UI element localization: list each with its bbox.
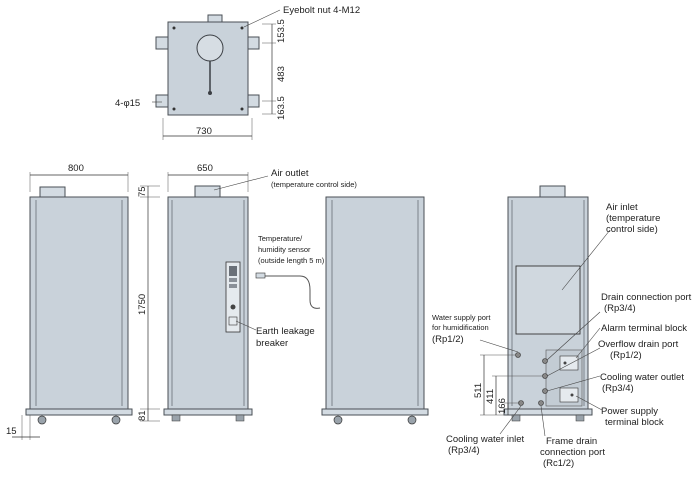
water-supply-label-line1: Water supply port — [432, 313, 491, 322]
right-cabinet — [325, 196, 425, 410]
dim-411-value: 411 — [485, 389, 496, 404]
rear-view: 511 411 166 Air inlet (temperature contr… — [432, 185, 692, 469]
power-terminal-label-line1: Power supply — [601, 406, 658, 417]
sensor-head — [255, 272, 266, 279]
dim-1750-value: 1750 — [137, 294, 148, 315]
air-inlet-grille — [515, 265, 581, 335]
cooling-inlet-label-line2: (Rp3/4) — [448, 445, 480, 456]
sensor-label-line3: (outside length 5 m) — [258, 256, 325, 265]
power-terminal-block — [559, 387, 579, 403]
air-inlet-label-line3: control side) — [606, 224, 658, 235]
water-supply-label-line3: (Rp1/2) — [432, 334, 464, 345]
outlet-circle — [196, 34, 224, 62]
dim-mid-value: 483 — [276, 66, 287, 82]
cooling-inlet-label-line1: Cooling water inlet — [446, 434, 525, 445]
drain-port-label-line2: (Rp3/4) — [604, 303, 636, 314]
right-side-view — [321, 196, 429, 425]
dim-511-value: 511 — [473, 383, 484, 398]
dim-650-value: 650 — [197, 163, 213, 174]
left-side-view: 800 15 — [6, 163, 133, 440]
sensor-label-line2: humidity sensor — [258, 245, 311, 254]
cooling-outlet-label-line1: Cooling water outlet — [600, 372, 684, 383]
dim-15-value: 15 — [6, 426, 17, 437]
alarm-terminal-label: Alarm terminal block — [601, 323, 687, 334]
water-supply-label-line2: for humidification — [432, 323, 489, 332]
hole-label: 4-φ15 — [115, 98, 140, 109]
cooling-outlet-label-line2: (Rp3/4) — [602, 383, 634, 394]
overflow-label-line1: Overflow drain port — [598, 339, 679, 350]
dim-800-value: 800 — [68, 163, 84, 174]
sensor-label-line1: Temperature/ — [258, 234, 303, 243]
top-view: Eyebolt nut 4-M12 153.5 483 163.5 730 4-… — [115, 5, 360, 140]
power-terminal-label-line2: terminal block — [605, 417, 664, 428]
dim-width-value: 730 — [196, 126, 212, 137]
frame-drain-label-line2: connection port — [540, 447, 605, 458]
front-view: 650 75 1750 81 Air outlet (temperature c… — [137, 163, 357, 422]
dim-81-value: 81 — [137, 410, 148, 421]
air-outlet-label: Air outlet — [271, 168, 309, 179]
air-inlet-label-line2: (temperature — [606, 213, 660, 224]
overflow-label-line2: (Rp1/2) — [610, 350, 642, 361]
eyebolt-label: Eyebolt nut 4-M12 — [283, 5, 360, 16]
breaker-switch — [228, 316, 238, 326]
top-nub — [207, 14, 223, 23]
air-outlet-sublabel: (temperature control side) — [271, 180, 357, 189]
air-inlet-label-line1: Air inlet — [606, 202, 638, 213]
dim-75-value: 75 — [137, 186, 148, 197]
dim-bottom-value: 163.5 — [276, 96, 287, 120]
dim-top-value: 153.5 — [276, 19, 287, 43]
left-cabinet — [29, 196, 129, 410]
breaker-label-line2: breaker — [256, 338, 288, 349]
dim-166-value: 166 — [497, 398, 508, 414]
breaker-label-line1: Earth leakage — [256, 326, 315, 337]
drain-port-label-line1: Drain connection port — [601, 292, 692, 303]
frame-drain-label-line3: (Rc1/2) — [543, 458, 574, 469]
frame-drain-label-line1: Frame drain — [546, 436, 597, 447]
sensor-cable: Temperature/ humidity sensor (outside le… — [255, 234, 325, 309]
